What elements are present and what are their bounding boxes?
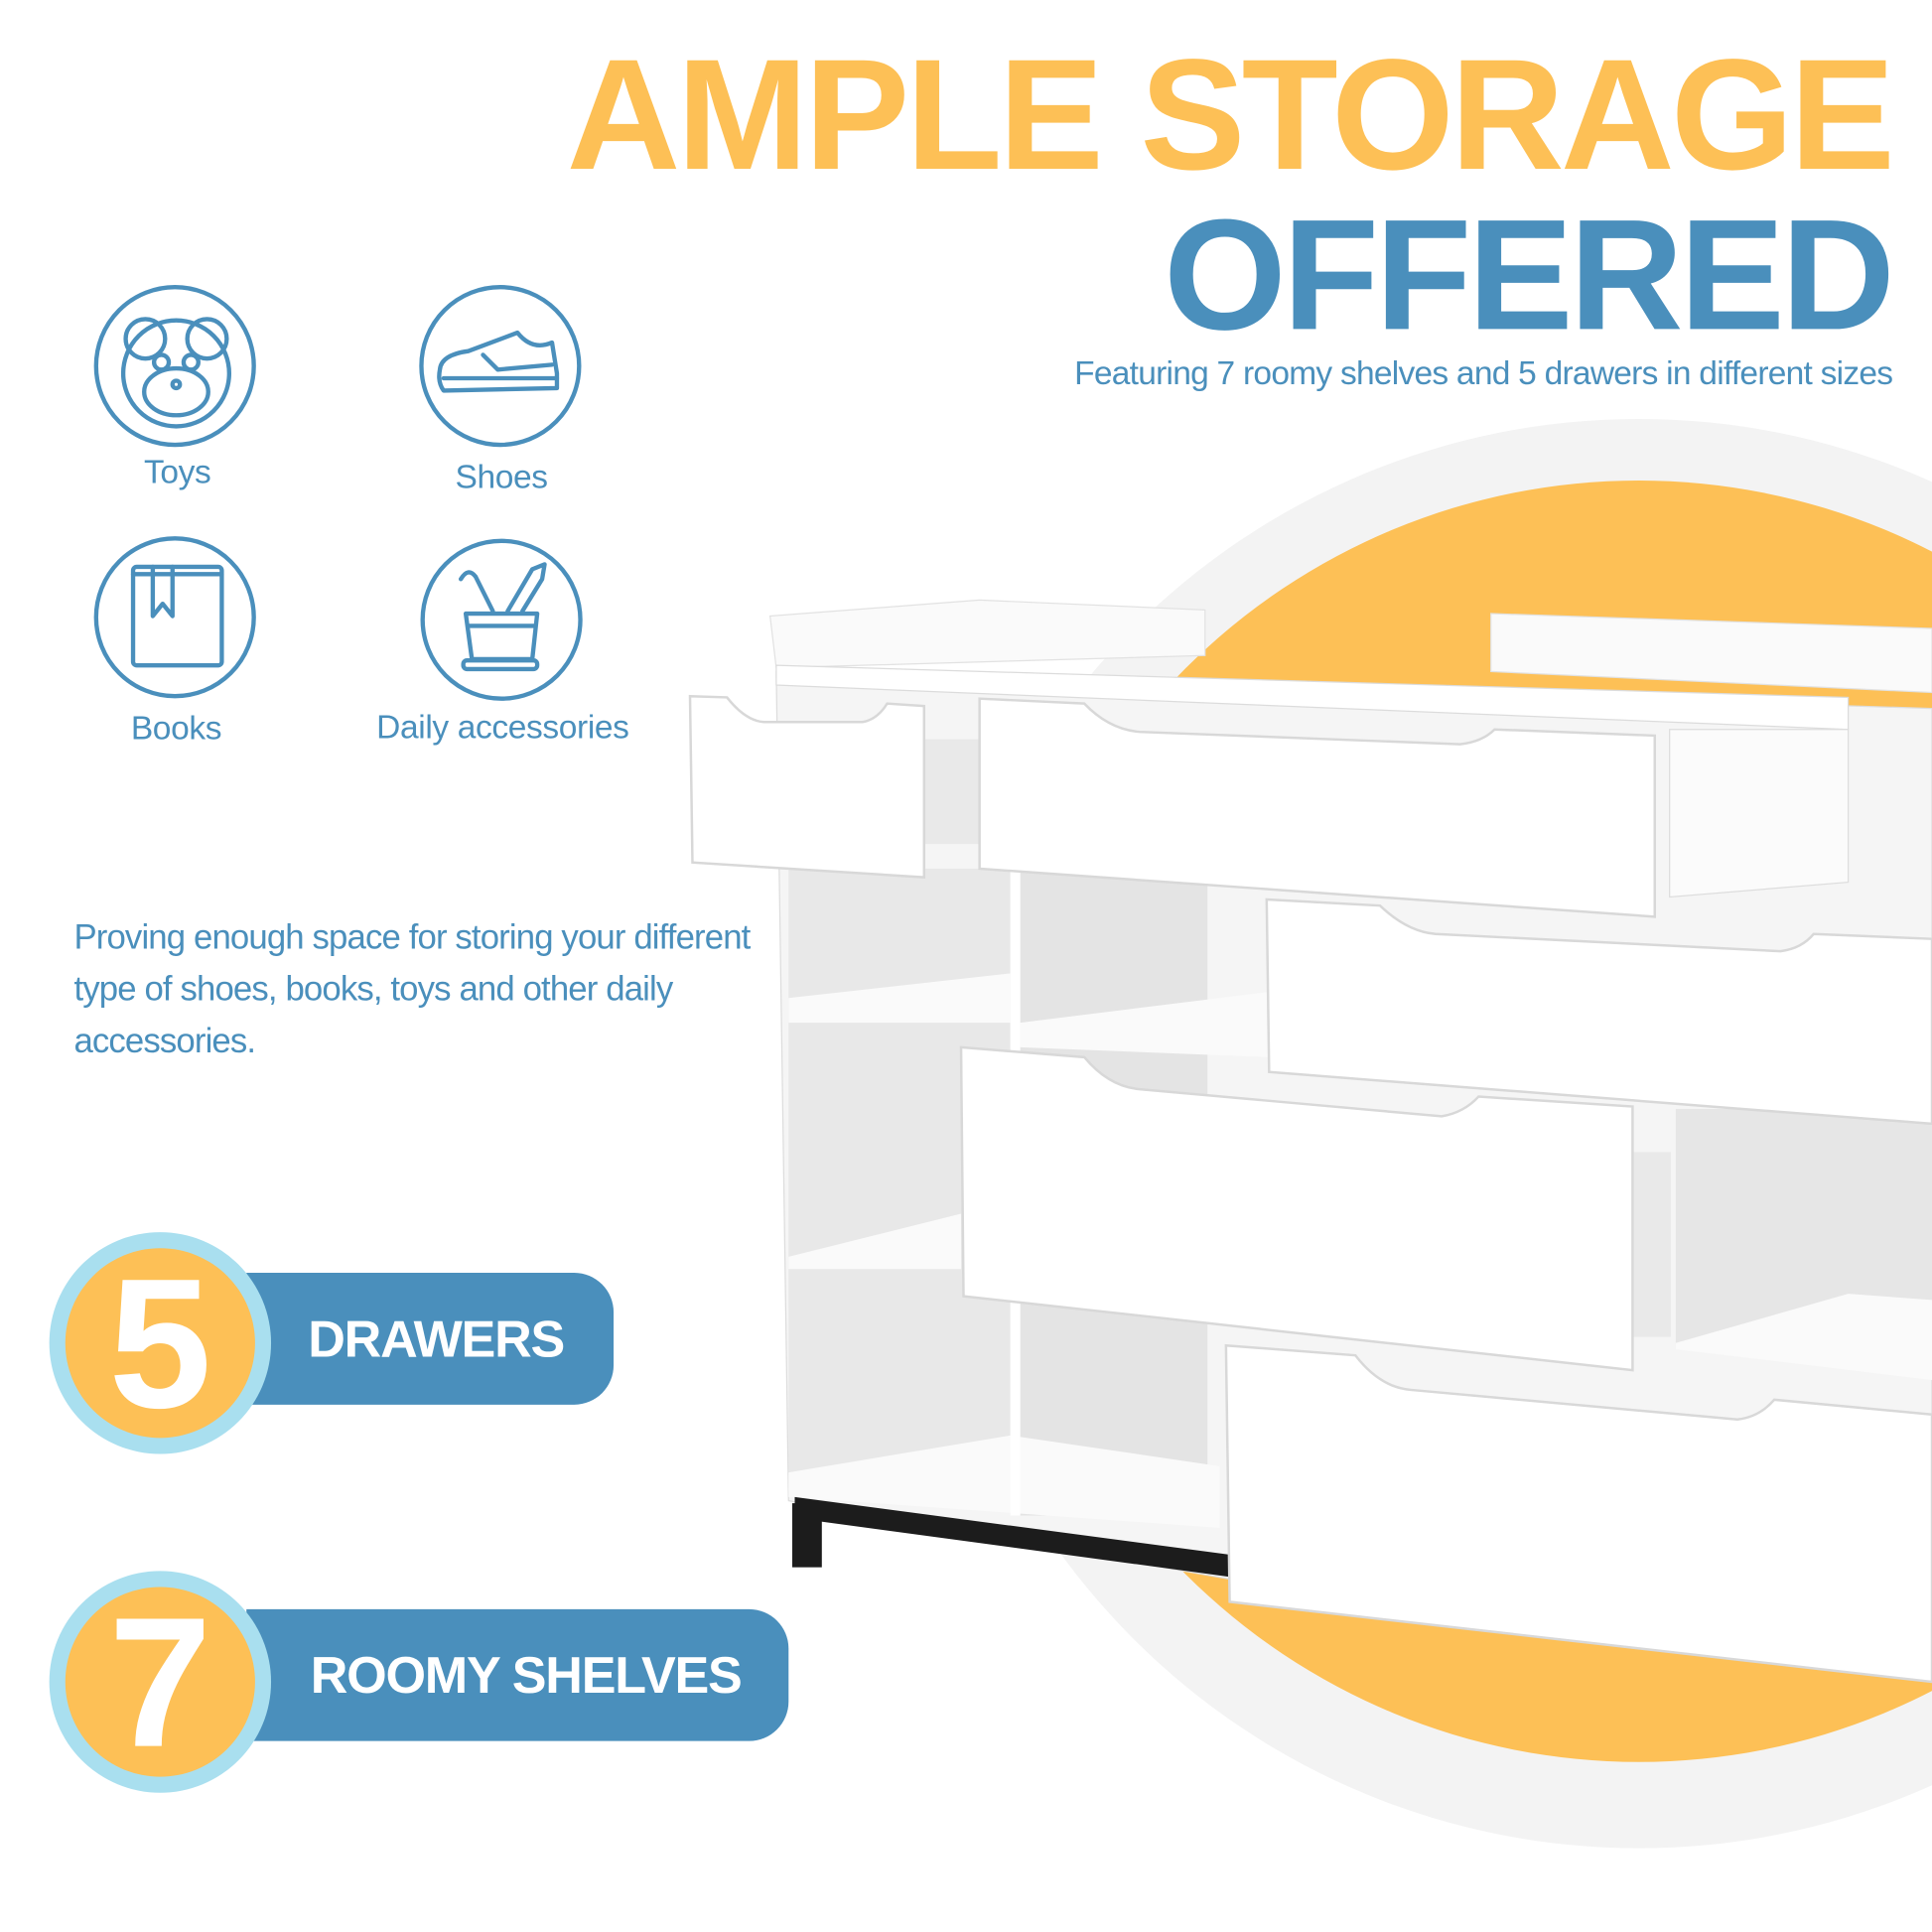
- category-label-shoes: Shoes: [455, 458, 549, 495]
- category-label-daily-accessories: Daily accessories: [376, 708, 629, 746]
- category-label-books: Books: [130, 709, 222, 748]
- shelves-count: 7: [65, 1587, 255, 1777]
- page-title-line1: AMPLE STORAGE: [566, 27, 1895, 204]
- category-label-toys: Toys: [144, 453, 211, 490]
- book-icon: [93, 536, 256, 699]
- description-text: Proving enough space for storing your di…: [73, 917, 751, 1060]
- sneaker-icon: [419, 284, 582, 448]
- teddy-bear-icon: [93, 284, 256, 448]
- category-icons: [93, 284, 583, 701]
- shelves-label: ROOMY SHELVES: [310, 1646, 743, 1705]
- page-subtitle: Featuring 7 roomy shelves and 5 drawers …: [1074, 354, 1893, 392]
- shelves-count-badge: 7: [49, 1571, 272, 1793]
- drawers-label: DRAWERS: [308, 1310, 565, 1368]
- drawers-count: 5: [65, 1248, 255, 1439]
- shelves-pill: ROOMY SHELVES: [246, 1608, 789, 1741]
- page-title-line2: OFFERED: [1164, 187, 1895, 364]
- drawers-pill: DRAWERS: [246, 1273, 615, 1405]
- dresser-image: [688, 599, 1932, 1684]
- drawers-count-badge: 5: [49, 1232, 272, 1454]
- pencil-cup-icon: [420, 538, 583, 701]
